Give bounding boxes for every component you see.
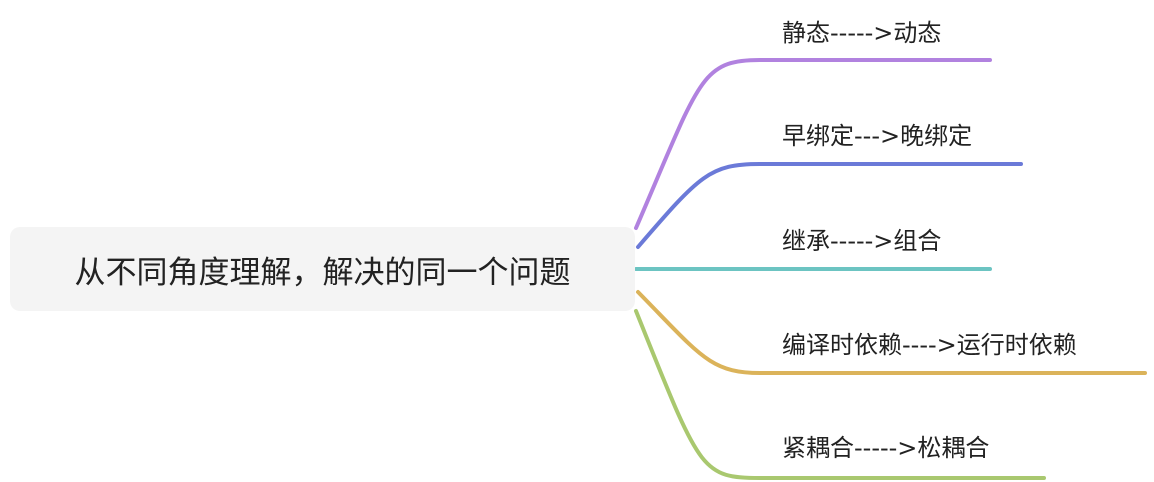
connector-branch-5 (634, 309, 1046, 480)
branch-topic-5[interactable]: 紧耦合----->松耦合 (782, 434, 990, 462)
root-topic[interactable]: 从不同角度理解，解决的同一个问题 (10, 227, 635, 311)
connector-branch-1 (634, 58, 992, 230)
connector-branch-4 (636, 290, 1147, 375)
branch-topic-4[interactable]: 编译时依赖---->运行时依赖 (782, 331, 1077, 359)
connector-branch-2 (636, 162, 1023, 249)
root-topic-label: 从不同角度理解，解决的同一个问题 (74, 254, 571, 291)
branch-topic-3[interactable]: 继承----->组合 (782, 227, 942, 255)
branch-topic-2[interactable]: 早绑定--->晚绑定 (782, 122, 973, 150)
branch-topic-1[interactable]: 静态----->动态 (782, 19, 942, 47)
